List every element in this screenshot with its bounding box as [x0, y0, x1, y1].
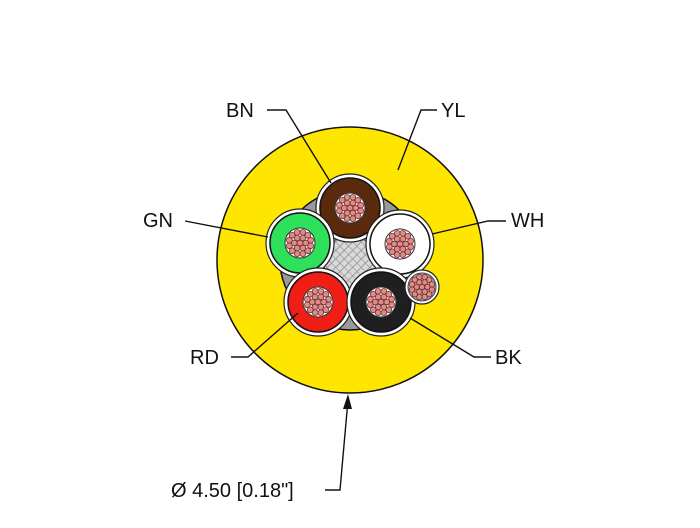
leader-line-bk: [409, 317, 491, 358]
leader-line-gn: [184, 220, 269, 238]
conductor-bn: [315, 173, 385, 243]
conductor-rd: [283, 267, 353, 337]
conductor-bk: [346, 267, 416, 337]
diameter-dimension-label: Ø 4.50 [0.18"]: [171, 480, 294, 502]
jacket-label-yl: YL: [441, 100, 466, 122]
dimension-leader-line: [325, 399, 349, 491]
conductor-gn: [265, 208, 335, 278]
conductor-label-bn: BN: [226, 100, 254, 122]
leader-line-rd: [231, 312, 299, 358]
drain-wire: [404, 269, 440, 305]
conductor-label-bk: BK: [495, 347, 522, 369]
conductor-label-wh: WH: [511, 210, 545, 232]
leader-line-bn: [267, 109, 332, 184]
leader-line-yl: [397, 109, 437, 171]
conductor-wh: [365, 209, 435, 279]
leader-line-wh: [431, 220, 506, 235]
dimension-arrowhead: [343, 394, 352, 409]
conductor-label-gn: GN: [143, 210, 173, 232]
leader-lines: [184, 109, 506, 491]
conductor-label-rd: RD: [190, 347, 219, 369]
